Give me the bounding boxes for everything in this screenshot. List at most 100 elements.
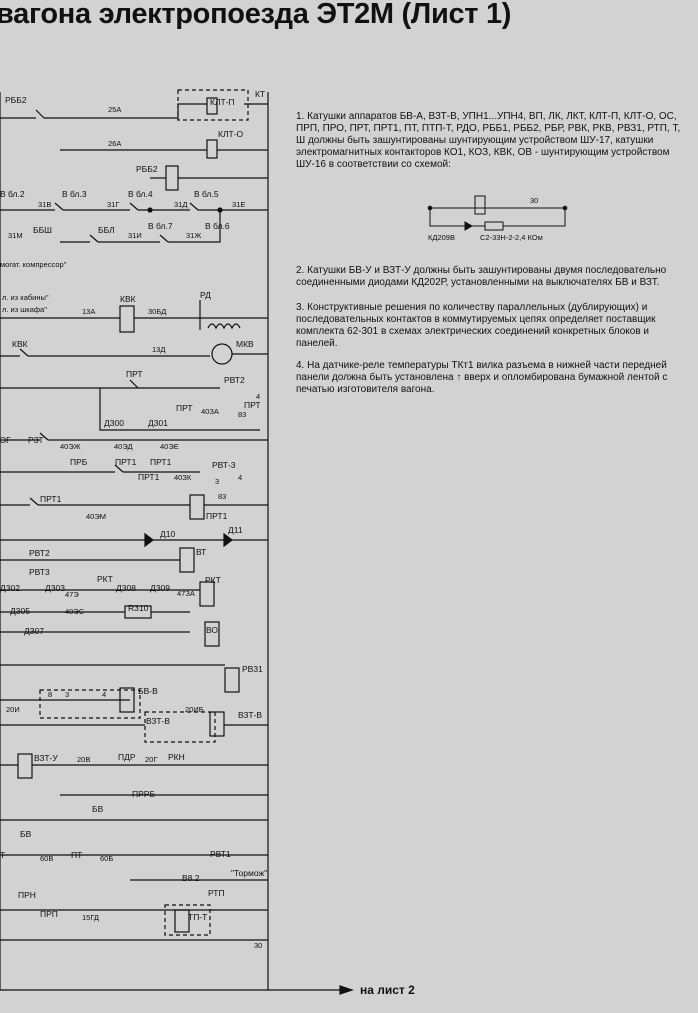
label-tormozh: "Тормож" bbox=[231, 868, 267, 878]
continuation-label: на лист 2 bbox=[360, 983, 415, 997]
label-prt3: ПРТ bbox=[244, 400, 261, 410]
label-rvt3: РВТ-3 bbox=[212, 460, 236, 470]
label-prt1b: ПРТ1 bbox=[150, 457, 172, 467]
label-vbl6: В бл.6 bbox=[205, 221, 230, 231]
label-40zs: 40ЭС bbox=[65, 607, 85, 616]
label-30bd: 30БД bbox=[148, 307, 166, 316]
label-kltp: КЛТ-П bbox=[210, 97, 235, 107]
label-rvt1: РВТ1 bbox=[210, 849, 231, 859]
label-vbl3: В бл.3 bbox=[62, 189, 87, 199]
label-31e: 31Е bbox=[232, 200, 245, 209]
label-r310: R310 bbox=[128, 603, 149, 613]
label-vztv2: ВЗТ-В bbox=[238, 710, 262, 720]
label-rkn: РКН bbox=[168, 752, 185, 762]
label-31v: 31В bbox=[38, 200, 51, 209]
label-40ze: 40ЭЕ bbox=[160, 442, 179, 451]
label-d11: Д11 bbox=[228, 525, 243, 535]
label-klto: КЛТ-О bbox=[218, 129, 244, 139]
label-d300: Д300 bbox=[104, 418, 124, 428]
label-40zm: 40ЭМ bbox=[86, 512, 106, 521]
label-rvt2: РВТ2 bbox=[224, 375, 245, 385]
label-vztv: ВЗТ-В bbox=[146, 716, 170, 726]
label-rvt2b: РВТ2 bbox=[29, 548, 50, 558]
label-eg: ЭГ bbox=[0, 435, 11, 445]
label-d308: Д308 bbox=[116, 583, 136, 593]
label-kab: л. из кабины" bbox=[2, 293, 49, 302]
page-title: вагона электропоезда ЭТ2М (Лист 1) bbox=[0, 0, 512, 30]
label-rzt: РЗТ bbox=[28, 435, 44, 445]
label-15gd: 15ГД bbox=[82, 913, 99, 922]
label-prt1: ПРТ1 bbox=[115, 457, 137, 467]
label-prt1e: ПРТ1 bbox=[206, 511, 228, 521]
label-rbb2: РББ2 bbox=[5, 95, 27, 105]
label-prt: ПРТ bbox=[126, 369, 143, 379]
label-vbl2: В бл.2 bbox=[0, 189, 25, 199]
label-prrb: ПРРБ bbox=[132, 789, 155, 799]
note-1: 1. Катушки аппаратов БВ-А, ВЗТ-В, УПН1..… bbox=[296, 111, 681, 170]
label-d305: Д305 bbox=[10, 606, 30, 616]
label-d303: Д303 bbox=[45, 583, 65, 593]
label-60v: 60В bbox=[40, 854, 53, 863]
label-vt: ВТ bbox=[196, 547, 206, 557]
label-bv2: БВ bbox=[20, 829, 32, 839]
label-pdr: ПДР bbox=[118, 752, 136, 762]
label-rbb2b: РББ2 bbox=[136, 164, 158, 174]
label-bbsh: ББШ bbox=[33, 225, 52, 235]
label-40zzh: 40ЭЖ bbox=[60, 442, 81, 451]
label-vo: ВО bbox=[206, 625, 218, 635]
label-rv31: РВ31 bbox=[242, 664, 263, 674]
label-prt2: ПРТ bbox=[176, 403, 193, 413]
label-rd: РД bbox=[200, 290, 211, 300]
label-302: Д302 bbox=[0, 583, 20, 593]
label-pt: ПТ bbox=[71, 850, 82, 860]
label-kompr: могат. компрессор" bbox=[0, 260, 67, 269]
label-d301: Д301 bbox=[148, 418, 168, 428]
label-47za: 47ЗА bbox=[177, 589, 195, 598]
label-kvk2: КВК bbox=[12, 339, 28, 349]
label-4c: 4 bbox=[102, 690, 106, 699]
label-13d: 13Д bbox=[152, 345, 165, 354]
label-vztu: ВЗТ-У bbox=[34, 753, 58, 763]
label-rkt: РКТ bbox=[97, 574, 113, 584]
label-30: 30 bbox=[254, 941, 262, 950]
shunt-resistor-label: С2-33Н-2-2,4 КОм bbox=[480, 233, 543, 242]
note-3: 3. Конструктивные решения по количеству … bbox=[296, 302, 656, 349]
shunt-wire-label: 30 bbox=[530, 196, 538, 205]
label-prp: ПРП bbox=[40, 909, 58, 919]
label-31d: 31Д bbox=[174, 200, 187, 209]
label-4a: 4 bbox=[256, 392, 260, 401]
label-prn: ПРН bbox=[18, 890, 36, 900]
label-47z: 47Э bbox=[65, 590, 79, 599]
label-8: 8 bbox=[48, 690, 52, 699]
label-25a: 25А bbox=[108, 105, 121, 114]
label-40zk: 40ЗК bbox=[174, 473, 192, 482]
label-v82: В8.2 bbox=[182, 873, 200, 883]
label-31m: 31М bbox=[8, 231, 23, 240]
label-60b: 60Б bbox=[100, 854, 113, 863]
label-bvv: БВ-В bbox=[138, 686, 158, 696]
label-20i: 20И bbox=[6, 705, 20, 714]
label-vbl4: В бл.4 bbox=[128, 189, 153, 199]
note-4: 4. На датчике-реле температуры ТКт1 вилк… bbox=[296, 360, 668, 395]
label-rvt3b: РВТ3 bbox=[29, 567, 50, 577]
label-40zd: 40ЭД bbox=[114, 442, 133, 451]
label-vbl7: В бл.7 bbox=[148, 221, 173, 231]
label-kvk: КВК bbox=[120, 294, 136, 304]
label-26a: 26А bbox=[108, 139, 121, 148]
label-rkt2: РКТ bbox=[205, 575, 221, 585]
label-31g: 31Г bbox=[107, 200, 119, 209]
label-vbl5: В бл.5 bbox=[194, 189, 219, 199]
label-t: Т bbox=[0, 850, 5, 860]
label-3: 3 bbox=[215, 477, 219, 486]
label-prb: ПРБ bbox=[70, 457, 88, 467]
label-d307: Д307 bbox=[24, 626, 44, 636]
label-20g: 20Г bbox=[145, 755, 157, 764]
label-kt: КТ bbox=[255, 89, 265, 99]
label-prt1d: ПРТ1 bbox=[40, 494, 62, 504]
label-13a: 13А bbox=[82, 307, 95, 316]
label-31zh: 31Ж bbox=[186, 231, 201, 240]
label-20v: 20В bbox=[77, 755, 90, 764]
shunt-diode-label: КД209В bbox=[428, 233, 455, 242]
note-2: 2. Катушки БВ-У и ВЗТ-У должны быть зашу… bbox=[296, 265, 667, 288]
